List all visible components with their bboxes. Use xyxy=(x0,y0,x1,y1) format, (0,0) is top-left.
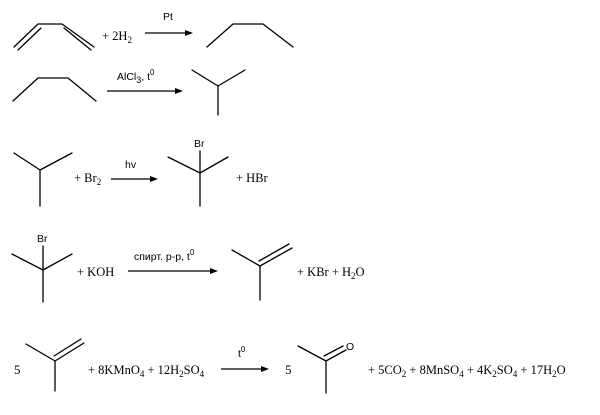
reagent-hydrogen: + 2H2 xyxy=(102,29,132,45)
reagent-koh: + KOH xyxy=(77,265,114,279)
atom-bromine: Br xyxy=(194,138,205,150)
acetone-structure: O xyxy=(297,341,354,394)
isobutene-structure-2 xyxy=(25,338,85,392)
bond-a xyxy=(297,345,327,362)
atom-oxygen: O xyxy=(346,341,354,353)
double-bond-2 xyxy=(53,338,82,357)
arrowhead-2 xyxy=(175,88,183,94)
bond-b xyxy=(199,156,229,174)
double-bond-1 xyxy=(54,342,85,362)
reaction-5: 5 + 8KMnO4 + 12H2SO4 t0 5 O + 5CO2 + 8Mn… xyxy=(14,338,566,394)
arrowhead-3 xyxy=(150,176,158,182)
condition-hv: hv xyxy=(125,159,137,171)
bond-a xyxy=(13,152,41,171)
double-bond-1 xyxy=(325,349,347,362)
arrowhead-5 xyxy=(261,366,269,372)
coefficient-right: 5 xyxy=(285,362,292,377)
reaction-2: AlCl3, t0 xyxy=(12,68,246,116)
coefficient-left: 5 xyxy=(14,362,21,377)
byproduct-hbr: + HBr xyxy=(236,171,269,185)
bond-a xyxy=(11,253,44,271)
tert-butyl-bromide-structure-2: Br xyxy=(11,233,73,303)
byproducts-oxidation: + 5CO2 + 8MnSO4 + 4K2SO4 + 17H2O xyxy=(368,363,566,379)
arrowhead-1 xyxy=(185,30,193,36)
byproducts-kbr-water: + KBr + H2O xyxy=(297,265,365,281)
double-bond-2 xyxy=(323,345,344,357)
arrowhead-4 xyxy=(210,268,218,274)
reagent-bromine: + Br2 xyxy=(74,171,101,187)
bond-a xyxy=(191,69,219,87)
tert-butyl-bromide-structure: Br xyxy=(167,138,229,207)
double-bond-left xyxy=(17,27,42,51)
reagents-oxidation: + 8KMnO4 + 12H2SO4 xyxy=(88,363,205,379)
reaction-3: + Br2 hv Br + HBr xyxy=(13,138,269,207)
atom-bromine: Br xyxy=(37,233,48,245)
condition-alcl3: AlCl3, t0 xyxy=(117,68,155,85)
double-bond-right xyxy=(63,27,92,51)
double-bond-1 xyxy=(259,247,293,267)
isobutene-structure xyxy=(231,243,293,301)
bond-a xyxy=(25,343,56,362)
isobutane-structure-2 xyxy=(13,152,73,207)
butadiene-structure xyxy=(13,23,95,51)
condition-platinum: Pt xyxy=(163,11,173,23)
condition-heat: t0 xyxy=(238,345,246,360)
bond-a xyxy=(167,156,201,174)
butane-structure-2 xyxy=(12,77,97,102)
bond-b xyxy=(42,253,73,271)
isobutane-structure xyxy=(191,69,246,116)
butane-structure xyxy=(206,23,294,48)
double-bond-2 xyxy=(258,243,290,262)
reaction-4: Br + KOH спирт. р-р, t0 + KBr + H2O xyxy=(11,233,365,303)
bond-b xyxy=(217,69,246,87)
condition-alcoholic-solution: спирт. р-р, t0 xyxy=(134,248,195,263)
butadiene-skeleton xyxy=(13,23,95,48)
bond-a xyxy=(231,249,261,267)
bond-b xyxy=(39,152,73,171)
reaction-1: + 2H2 Pt xyxy=(13,11,294,51)
